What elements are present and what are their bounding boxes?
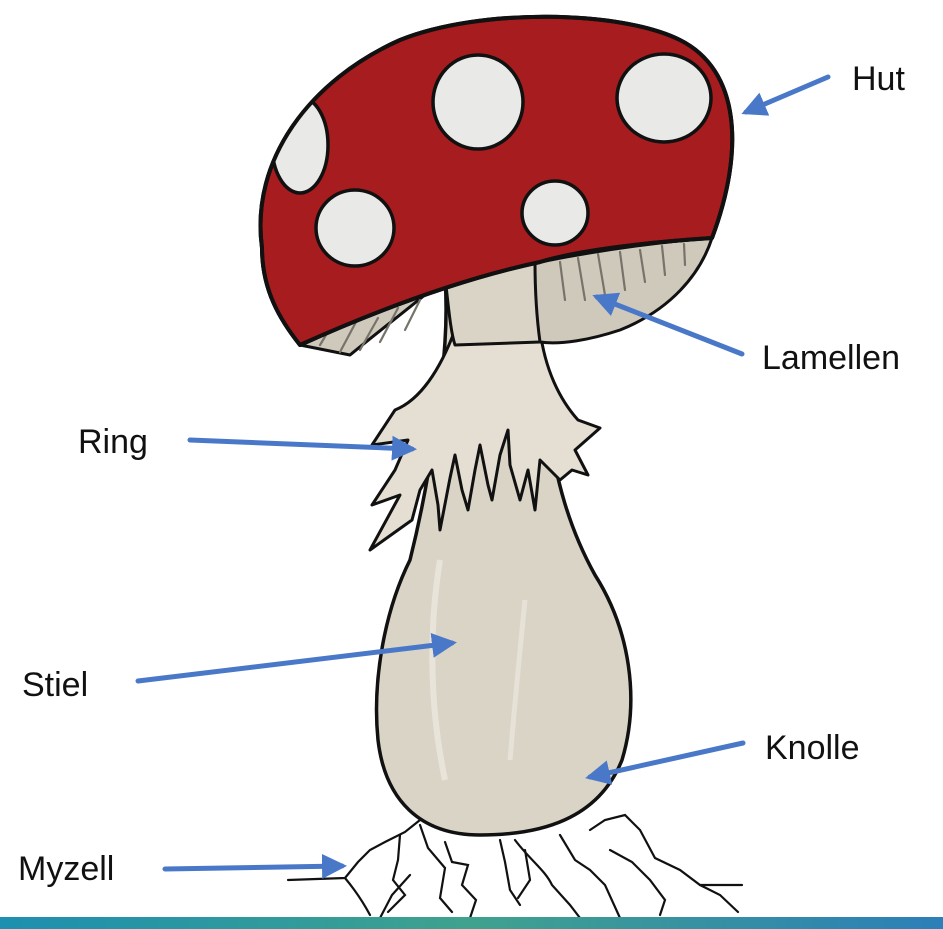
- label-myzell: Myzell: [18, 852, 114, 886]
- label-lamellen: Lamellen: [762, 341, 900, 375]
- label-stiel: Stiel: [22, 668, 88, 702]
- arrow-hut: [746, 77, 828, 112]
- bottom-accent-bar: [0, 917, 943, 929]
- label-hut: Hut: [852, 62, 905, 96]
- label-knolle: Knolle: [765, 731, 860, 765]
- label-ring: Ring: [78, 425, 148, 459]
- arrow-myzell: [165, 866, 342, 869]
